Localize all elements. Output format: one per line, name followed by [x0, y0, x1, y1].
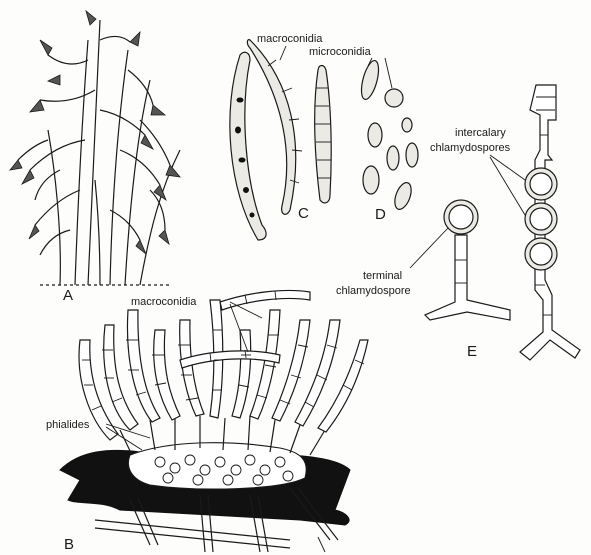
panel-b-sporodochium-drawing — [59, 289, 369, 553]
panel-e-chlamydospores-drawing — [423, 84, 581, 361]
panel-c-macroconidia-drawing — [229, 39, 332, 241]
panel-d-letter: D — [375, 206, 386, 223]
panel-e-terminal-label-line2: chlamydospore — [336, 285, 411, 297]
panel-c-macroconidia-label: macroconidia — [257, 33, 323, 45]
panel-e-intercalary-label-line1: intercalary — [455, 127, 506, 139]
panel-a-letter: A — [63, 287, 73, 304]
panel-c-letter: C — [298, 205, 309, 222]
panel-d-microconidia-label: microconidia — [309, 46, 372, 58]
panel-b-macroconidia-label: macroconidia — [131, 296, 197, 308]
panel-e-intercalary-label-line2: chlamydospores — [430, 142, 511, 154]
panel-a-plant-drawing — [9, 9, 181, 286]
panel-b-letter: B — [64, 536, 74, 553]
panel-b-phialides-label: phialides — [46, 419, 90, 431]
panel-d-microconidia-drawing — [360, 59, 419, 210]
panel-e-terminal-label-line1: terminal — [363, 270, 402, 282]
panel-e-letter: E — [467, 343, 477, 360]
